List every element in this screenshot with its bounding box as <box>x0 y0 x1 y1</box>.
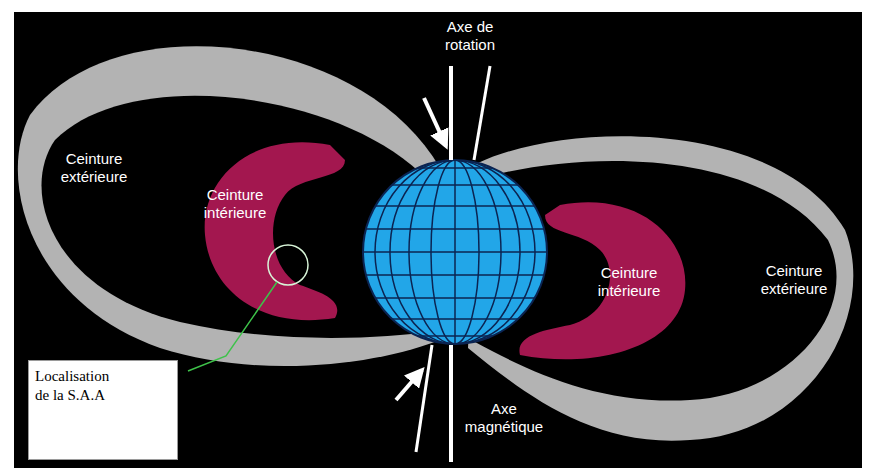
pointer-arrow <box>424 98 446 146</box>
space-background <box>14 12 862 468</box>
globe-outline <box>363 160 547 344</box>
inner-belt-left <box>205 142 345 320</box>
callout-box: Localisation de la S.A.A <box>28 360 178 460</box>
saa-marker <box>268 245 308 285</box>
axis-label: Axe de rotation <box>425 18 515 54</box>
leader-line <box>188 282 277 371</box>
belt-label: Ceinture intérieure <box>584 264 674 300</box>
magnetic-axis <box>474 66 490 160</box>
belt-label: Ceinture intérieure <box>190 186 280 222</box>
inner-belt-right <box>519 202 685 359</box>
rotation-axis <box>449 345 453 462</box>
pointer-arrow <box>396 370 422 400</box>
axis-label: Axe magnétique <box>458 400 550 436</box>
magnetic-axis <box>416 345 432 452</box>
belt-label: Ceinture extérieure <box>46 150 142 186</box>
belt-label: Ceinture extérieure <box>746 262 842 298</box>
globe-grid <box>360 160 550 344</box>
rotation-axis <box>449 66 453 160</box>
callout-text: Localisation de la S.A.A <box>35 367 125 405</box>
